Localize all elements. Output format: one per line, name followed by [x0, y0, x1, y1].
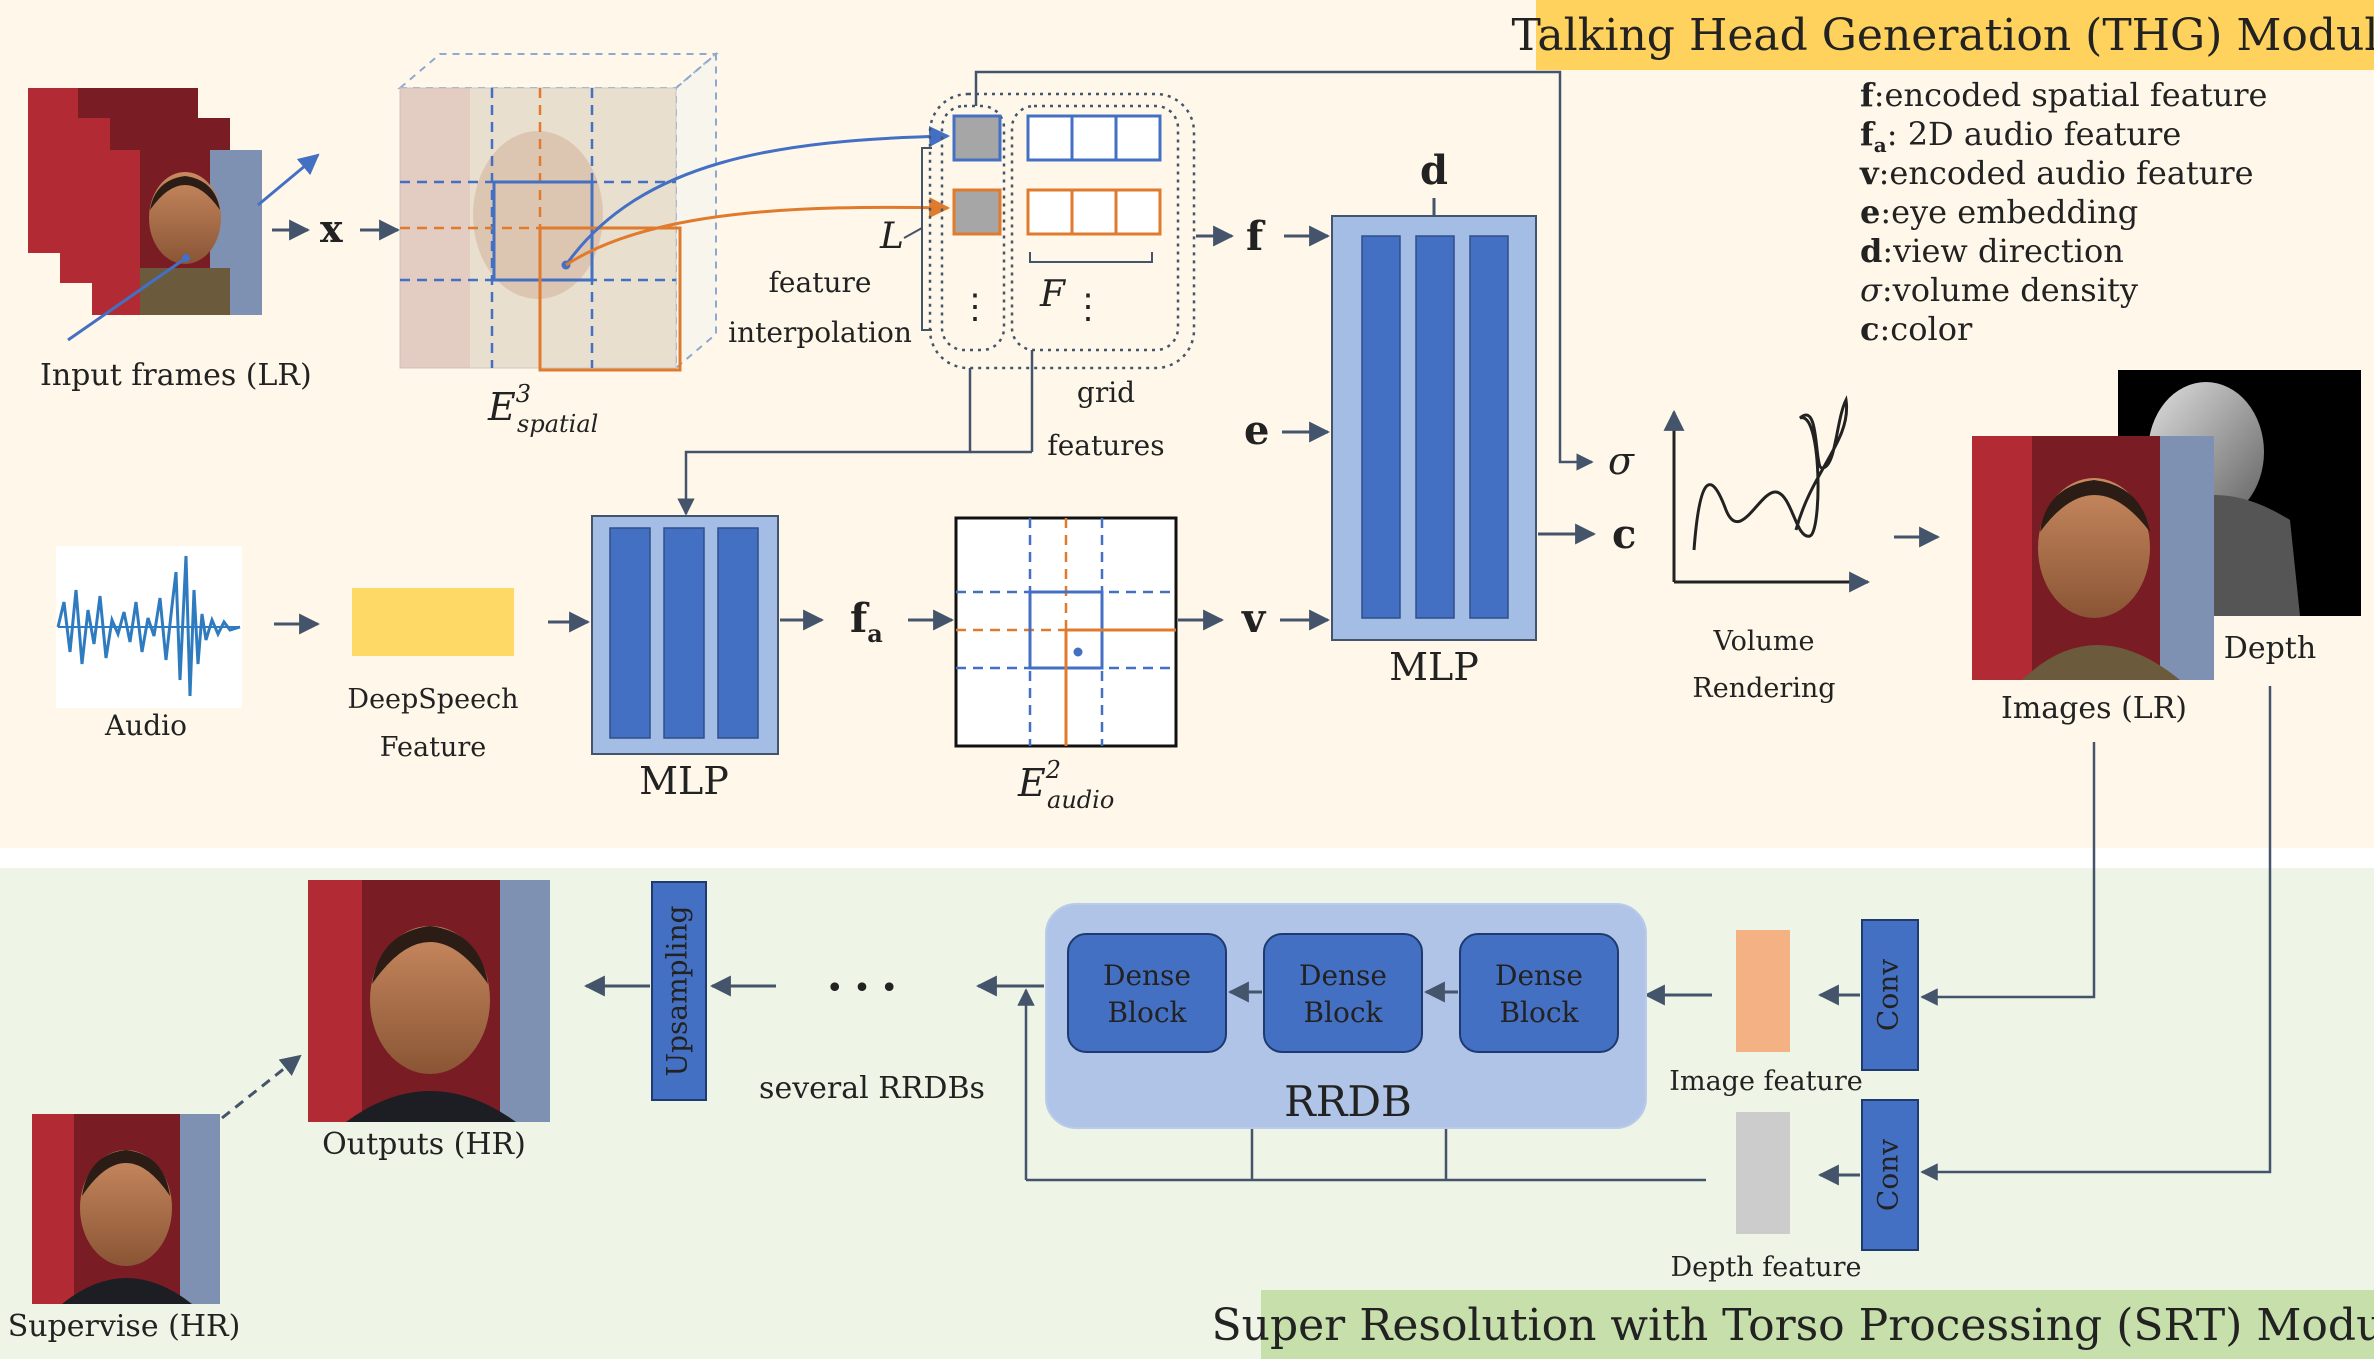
legend-item-sigma: σ:volume density: [1860, 271, 2138, 309]
d-label: d: [1420, 147, 1448, 194]
image-feature-box: [1736, 930, 1790, 1052]
input-frames-label: Input frames (LR): [40, 358, 312, 393]
images-to-conv-arrow: [1920, 742, 2096, 1006]
volume-rendering-label-1: Volume: [1713, 626, 1815, 657]
v-label: v: [1241, 595, 1267, 642]
outputs-hr-image: [308, 880, 550, 1122]
x-label: x: [320, 206, 343, 251]
feature-interp-label-1: feature: [769, 266, 872, 299]
main-mlp: [1331, 215, 1537, 641]
L-label: L: [879, 216, 904, 257]
dense-block-3: [1459, 933, 1619, 1053]
dense-block-3-label-1: Dense: [1495, 959, 1583, 992]
depth-to-conv-arrow: [1920, 686, 2272, 1181]
depth-label: Depth: [2224, 631, 2316, 666]
feature-interp-label-2: interpolation: [728, 316, 912, 349]
c-label: c: [1612, 511, 1636, 558]
sigma-label: σ: [1608, 439, 1635, 483]
deepspeech-label-1: DeepSpeech: [347, 684, 518, 715]
frame-front: [92, 150, 262, 315]
deepspeech-label-2: Feature: [380, 732, 486, 763]
grid-to-audio-mlp-arrow: [677, 368, 972, 516]
grid-features-block: [921, 92, 1196, 370]
ray-out-arrow: [257, 153, 320, 207]
dense-block-1-label-1: Dense: [1103, 959, 1191, 992]
volume-rendering-label-2: Rendering: [1692, 673, 1835, 704]
main-mlp-label: MLP: [1389, 645, 1479, 689]
legend-item-fa: fa: 2D audio feature: [1860, 115, 2181, 157]
legend-item-c: c:color: [1860, 310, 1973, 348]
grid-dots-left: ⋮: [958, 287, 992, 327]
audio-mlp: [591, 515, 779, 755]
legend-item-e: e:eye embedding: [1860, 193, 2138, 231]
images-lr: [1972, 436, 2214, 680]
images-lr-label: Images (LR): [2001, 691, 2187, 726]
dense-block-2: [1263, 933, 1423, 1053]
audio-label: Audio: [104, 709, 187, 742]
L-tick: [903, 227, 923, 239]
upsampling-label: Upsampling: [661, 905, 694, 1076]
e-label: e: [1244, 407, 1269, 454]
ray-sample-point: [182, 254, 190, 262]
dense-block-1: [1067, 933, 1227, 1053]
dense-block-2-label-1: Dense: [1299, 959, 1387, 992]
audio-grid: [954, 516, 1178, 748]
legend: f:encoded spatial feature fa: 2D audio f…: [1859, 76, 2267, 348]
srt-title-badge: [1261, 1290, 2374, 1359]
audio-mlp-label: MLP: [639, 759, 729, 803]
f-label: f: [1246, 213, 1266, 260]
fa-label: fa: [850, 595, 883, 648]
outputs-hr-label: Outputs (HR): [322, 1127, 526, 1162]
dense-block-1-label-2: Block: [1107, 996, 1187, 1029]
conv-bottom: [1861, 1099, 1919, 1251]
image-feature-label: Image feature: [1669, 1066, 1862, 1097]
thg-module-background: [0, 0, 2374, 848]
supervise-hr-label: Supervise (HR): [8, 1309, 241, 1344]
conv-top: [1861, 919, 1919, 1071]
grid-features-label-2: features: [1047, 429, 1164, 462]
legend-item-f: f:encoded spatial feature: [1860, 76, 2267, 114]
grid-features-label-1: grid: [1077, 376, 1135, 409]
interp-arrow-orange: [565, 197, 951, 267]
srt-title: Super Resolution with Torso Processing (…: [1211, 1300, 2374, 1351]
ray-in-line: [67, 256, 187, 342]
ellipsis: • • •: [826, 971, 898, 1006]
dense-block-2-label-2: Block: [1303, 996, 1383, 1029]
interp-arrow-blue: [564, 125, 951, 266]
depth-feature-box: [1736, 1112, 1790, 1234]
spatial-grid-cube: [397, 51, 719, 372]
audio-waveform: [56, 546, 242, 708]
depth-feature-label: Depth feature: [1671, 1252, 1862, 1283]
volume-rendering-plot: [1663, 395, 1871, 593]
skip-to-sigma-arrow: [974, 70, 1594, 471]
several-rrdbs-label: several RRDBs: [759, 1071, 985, 1106]
supervise-hr-image: [32, 1114, 220, 1304]
input-frames: [28, 88, 262, 315]
thg-title-badge: [1536, 0, 2374, 70]
legend-item-v: v:encoded audio feature: [1859, 154, 2254, 192]
thg-title: Talking Head Generation (THG) Module: [1512, 10, 2374, 61]
dense-block-3-label-2: Block: [1499, 996, 1579, 1029]
legend-item-d: d:view direction: [1860, 232, 2124, 270]
rrdb-label: RRDB: [1284, 1077, 1412, 1126]
upsampling-box: [651, 881, 707, 1101]
deepspeech-feature-box: [352, 588, 514, 656]
grid-dots-right: ⋮: [1071, 287, 1105, 327]
conv-bottom-label: Conv: [1872, 1139, 1905, 1211]
F-label: F: [1039, 274, 1067, 315]
conv-top-label: Conv: [1872, 959, 1905, 1031]
